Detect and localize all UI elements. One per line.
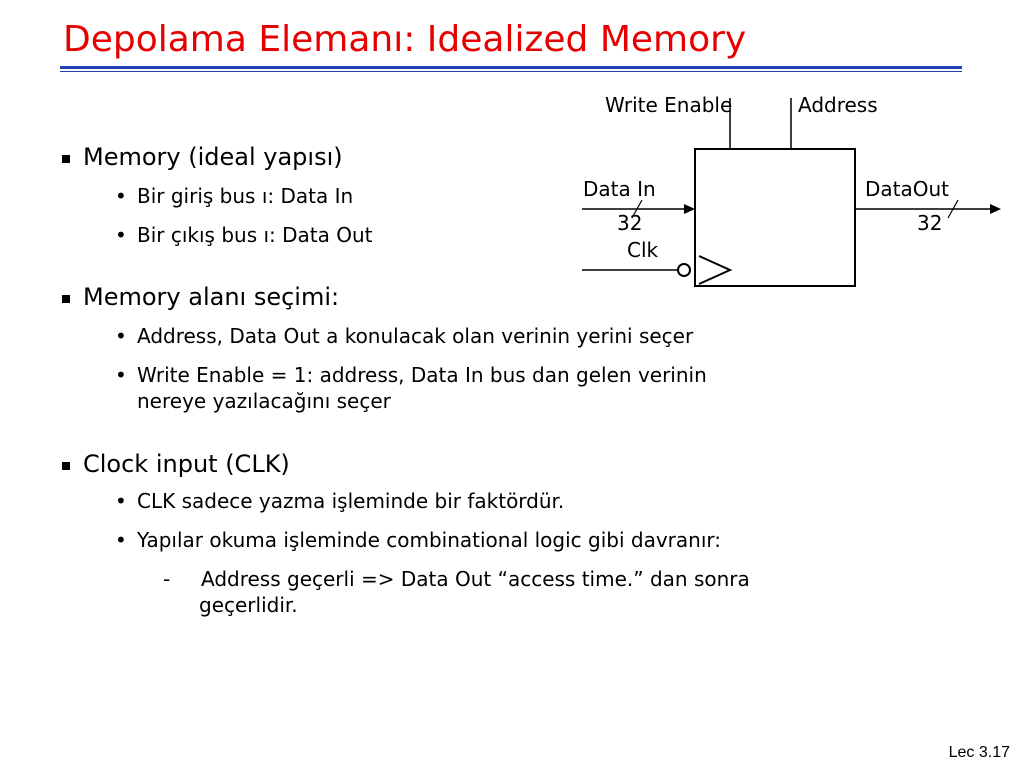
slide-number: Lec 3.17 (948, 744, 1010, 761)
data-in-arrow-icon (684, 204, 695, 214)
data-out-arrow-icon (990, 204, 1001, 214)
memory-block (694, 148, 856, 287)
address-label: Address (798, 93, 878, 117)
dot-bullet-icon: • (115, 363, 127, 387)
square-bullet-icon (62, 462, 70, 470)
dot-bullet-icon: • (115, 324, 127, 348)
memory-diagram-svg: Write Enable Address Data In 32 DataOut … (582, 93, 1001, 287)
data-out-label: DataOut (865, 177, 949, 201)
title-rule-thin (60, 71, 962, 72)
data-in-bus-slash (631, 199, 643, 219)
square-bullet-icon (62, 155, 70, 163)
data-out-bus-slash (947, 199, 959, 219)
data-out-width: 32 (917, 211, 942, 235)
clk-inversion-bubble-icon (677, 263, 691, 277)
dot-bullet-icon: • (115, 489, 127, 513)
title-rule-thick (60, 66, 962, 69)
dot-bullet-icon: • (115, 223, 127, 247)
data-in-label: Data In (583, 177, 656, 201)
memory-diagram: Write Enable Address Data In 32 DataOut … (560, 84, 1020, 304)
clock-edge-triangle-icon (698, 255, 733, 285)
dot-bullet-icon: • (115, 184, 127, 208)
write-enable-label: Write Enable (605, 93, 732, 117)
square-bullet-icon (62, 295, 70, 303)
dash-bullet-icon: - (163, 567, 171, 591)
slide-title: Depolama Elemanı: Idealized Memory (63, 19, 747, 60)
data-in-width: 32 (617, 211, 642, 235)
clk-label: Clk (627, 238, 659, 262)
dot-bullet-icon: • (115, 528, 127, 552)
